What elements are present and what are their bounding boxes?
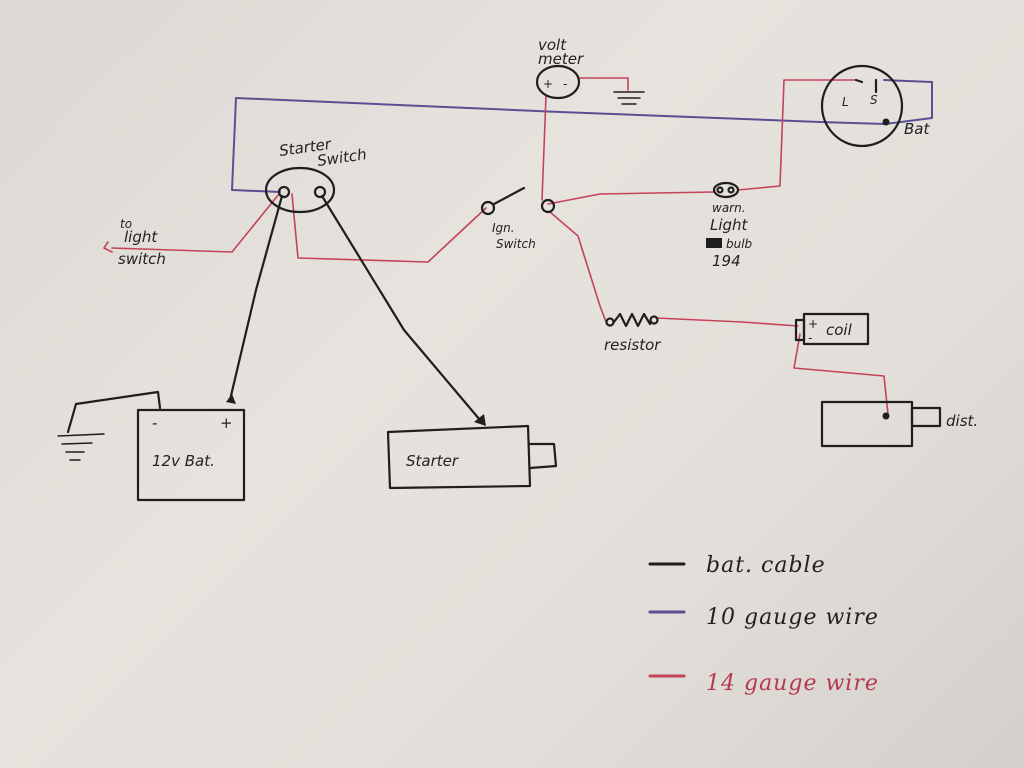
cable-battery-to-starter-switch [228, 194, 284, 402]
legend: bat. cable 10 gauge wire 14 gauge wire [648, 553, 879, 696]
starter-switch-terminal-left [277, 185, 291, 199]
ign-switch-label-2: Switch [496, 237, 536, 251]
resistor-label: resistor [604, 336, 661, 354]
generator-label-l: L [842, 95, 849, 109]
generator-terminal-l [854, 78, 864, 84]
legend-label-14-gauge: 14 gauge wire [706, 671, 879, 696]
coil-minus: - [808, 331, 812, 345]
ign-switch-label-1: Ign. [492, 221, 515, 235]
warn-light-pin-2 [727, 186, 735, 194]
ground-symbol-meter [613, 91, 645, 105]
starter-label: Starter [406, 452, 459, 470]
coil-label: coil [826, 321, 853, 339]
cable-battery-ground [66, 390, 162, 434]
wire-voltmeter-to-ign [541, 95, 547, 201]
generator-label-s: S [870, 93, 878, 107]
starter-switch-terminal-right [313, 185, 327, 199]
generator [820, 64, 904, 148]
starter-nose [528, 442, 558, 470]
legend-label-bat-cable: bat. cable [706, 553, 826, 578]
wire-resistor-to-coil [655, 317, 799, 327]
wire-ign-to-warn-light [547, 191, 715, 205]
wire-starter-to-ign-switch [291, 193, 487, 263]
bulb-number: 194 [712, 252, 741, 270]
to-light-switch-label-2: light [124, 228, 158, 246]
battery-plus: + [220, 414, 233, 432]
warn-light-label-2: Light [710, 216, 749, 234]
volt-meter-label-1: volt [538, 36, 567, 54]
wire-10-gauge-starter-loop [231, 97, 281, 193]
ign-switch-lever [492, 186, 526, 206]
volt-meter [535, 64, 581, 100]
ign-switch-terminal-right [540, 198, 556, 214]
bulb-label: bulb [726, 237, 753, 251]
cable-starter-switch-to-starter [320, 194, 482, 422]
starter-switch [264, 166, 336, 214]
coil-plus: + [808, 317, 818, 331]
warn-light-pin-1 [716, 186, 724, 194]
starter [386, 424, 532, 490]
wire-ign-to-resistor [549, 211, 607, 323]
distributor-label: dist. [946, 412, 978, 430]
battery [136, 408, 246, 502]
volt-meter-minus: - [563, 77, 567, 91]
distributor-terminal [882, 412, 890, 420]
generator-bat-terminal [882, 118, 890, 126]
battery-label: 12v Bat. [152, 452, 215, 470]
wire-warn-light-to-generator [737, 79, 857, 191]
distributor-shaft [910, 406, 942, 428]
warn-light-label-1: warn. [712, 201, 746, 215]
resistor-zigzag [612, 312, 652, 328]
volt-meter-plus: + [543, 77, 553, 91]
ign-switch-terminal-left [480, 200, 496, 216]
to-light-switch-label-3: switch [118, 250, 166, 268]
resistor-terminal-right [649, 315, 659, 325]
scribbled-out-mark [706, 238, 722, 248]
resistor-terminal-left [605, 317, 615, 327]
coil-terminal-block [794, 318, 806, 342]
wire-voltmeter-ground [579, 77, 629, 91]
legend-label-10-gauge: 10 gauge wire [706, 605, 879, 630]
to-light-switch-label-1: to [120, 217, 132, 231]
warn-light-bulb [712, 181, 740, 199]
wire-to-light-switch [103, 193, 280, 253]
distributor [820, 400, 914, 448]
battery-minus: - [152, 414, 157, 432]
cable-arrow-starter [474, 414, 486, 426]
volt-meter-label-2: meter [538, 50, 584, 68]
cable-arrow-battery [226, 394, 236, 404]
wire-coil-to-distributor [793, 333, 889, 415]
generator-label-bat: Bat [904, 120, 930, 138]
ground-symbol-battery [57, 433, 105, 461]
